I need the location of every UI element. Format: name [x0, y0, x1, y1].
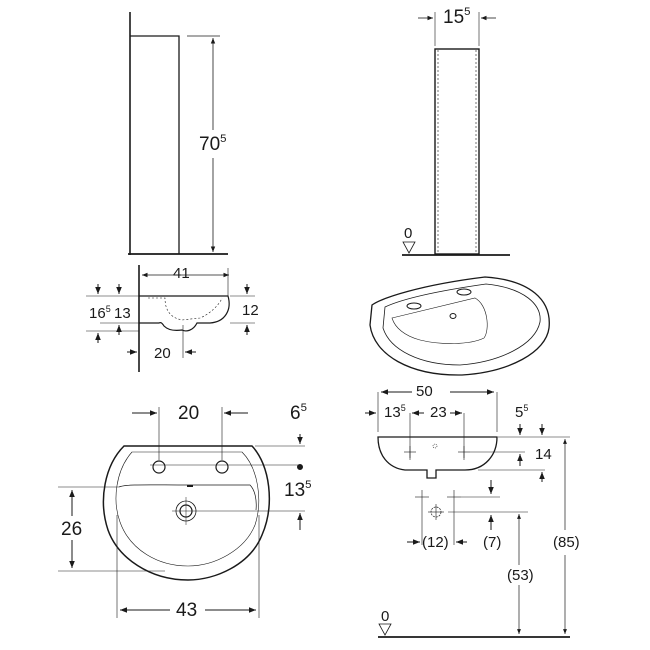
basin-front-view — [365, 389, 570, 638]
basin-rim-height-label: 13 — [114, 305, 131, 322]
pedestal-side-view — [128, 12, 228, 255]
bowl-depth-label: 26 — [61, 519, 83, 540]
pedestal-front-view — [402, 12, 510, 256]
drain-height-label: (53) — [507, 567, 534, 584]
basin-side-view — [86, 265, 255, 372]
supply-drop-label: (7) — [483, 534, 502, 551]
basin-height-label: 14 — [535, 446, 552, 463]
tap-hole-spacing-label: 20 — [178, 403, 200, 424]
overall-width-label: 50 — [416, 383, 433, 400]
edge-to-tap-label: 65 — [290, 402, 307, 424]
basin-inner-height-label: 12 — [242, 302, 259, 319]
supply-spacing-label: (12) — [422, 534, 449, 551]
basin-depth-label: 41 — [173, 265, 190, 282]
tap-to-drain-label: 135 — [284, 479, 312, 501]
basin-perspective-view — [369, 276, 550, 376]
edge-offset-label: 135 — [384, 403, 406, 421]
pedestal-height-label: 705 — [199, 133, 227, 155]
rim-height-label: (85) — [553, 534, 580, 551]
tap-spacing-label: 23 — [430, 404, 447, 421]
bowl-width-label: 43 — [176, 600, 198, 621]
basin-top-view — [58, 407, 305, 618]
drain-offset-label: 20 — [154, 345, 171, 362]
pedestal-width-label: 155 — [443, 6, 471, 28]
floor-level-label-front: 0 — [381, 608, 390, 625]
basin-total-height-label: 165 — [89, 304, 111, 322]
floor-level-label: 0 — [404, 225, 413, 242]
rim-offset-label: 55 — [515, 403, 529, 421]
